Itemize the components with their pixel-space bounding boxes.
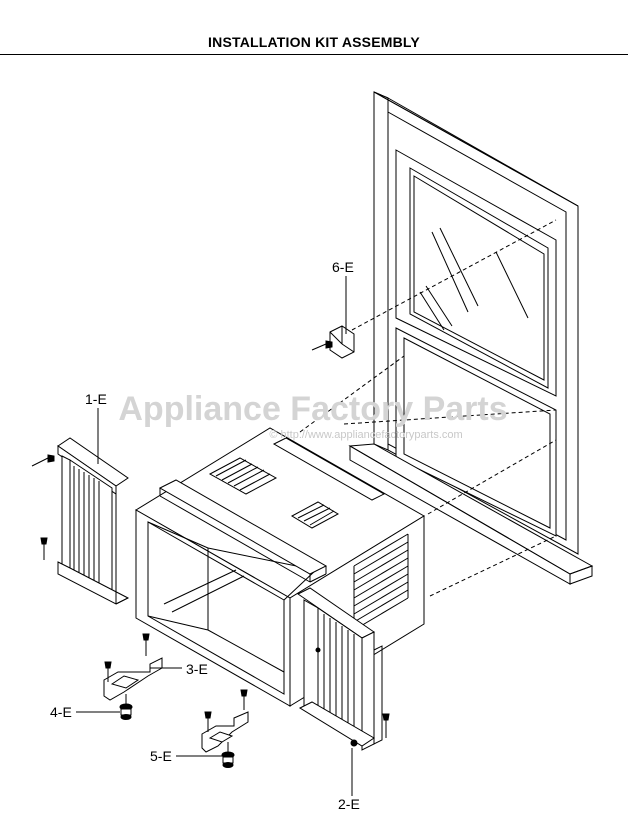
page-title: INSTALLATION KIT ASSEMBLY [208,34,420,50]
angle-bracket-6e [311,325,355,359]
bracket-3e [103,633,163,701]
leveling-foot-5e [221,742,235,768]
callout-5e: 5-E [150,748,172,764]
bracket-5e [201,689,249,753]
leveling-foot-4e [119,694,133,720]
callout-6e: 6-E [332,259,354,275]
callout-3e: 3-E [186,661,208,677]
callout-1e: 1-E [85,391,107,407]
alignment-lines [299,219,557,597]
right-curtain-panel [297,587,390,751]
callout-2e: 2-E [338,796,360,812]
ac-cabinet [135,427,425,707]
watermark-brand: Appliance Factory Parts [118,390,507,428]
watermark-site: © http://www.appliancefactoryparts.com [269,429,462,441]
leader-lines [76,276,353,796]
left-curtain-panel [31,437,130,605]
title-rule [0,54,628,55]
window-frame [348,91,594,585]
callout-4e: 4-E [50,704,72,720]
